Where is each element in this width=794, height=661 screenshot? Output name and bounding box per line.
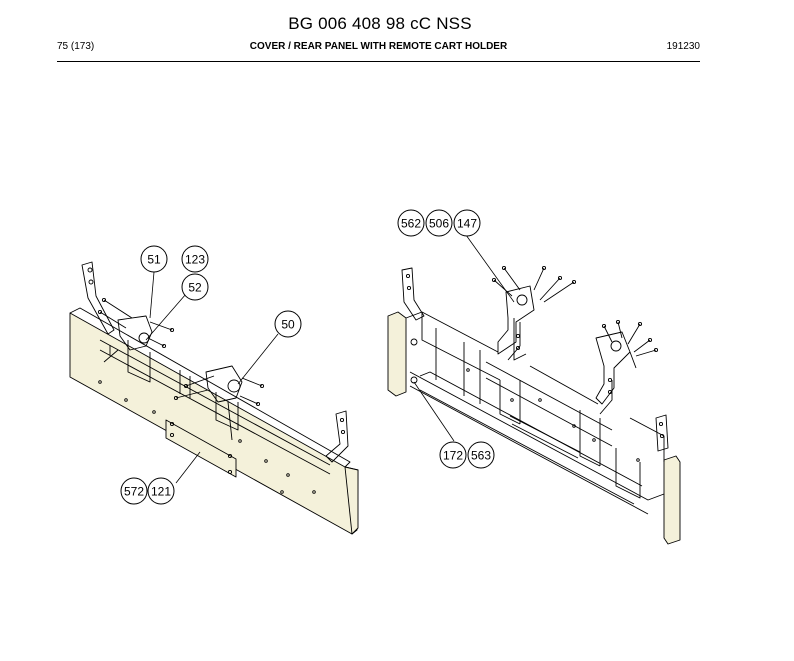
callout-563: 563 bbox=[471, 449, 491, 463]
callout-572-circle bbox=[120, 477, 148, 505]
callout-147: 147 bbox=[457, 217, 477, 231]
left-frame-bar bbox=[99, 339, 331, 475]
callout-50-circle bbox=[274, 310, 302, 338]
left-panel-side-lip bbox=[344, 466, 359, 535]
left-right-bracket bbox=[325, 410, 349, 463]
callout-52-circle bbox=[181, 273, 209, 301]
right-upright-bracket bbox=[401, 267, 425, 321]
callout-121-circle bbox=[147, 477, 175, 505]
left-upright-bracket bbox=[81, 261, 115, 335]
callout-51: 51 bbox=[147, 253, 161, 267]
callout-172-circle bbox=[439, 441, 467, 469]
right-frame-bottom-rail bbox=[409, 371, 665, 515]
left-hinge-2 bbox=[173, 365, 265, 441]
callout-562: 562 bbox=[401, 217, 421, 231]
right-left-end-panel bbox=[387, 311, 407, 397]
doc-title: BG 006 408 98 cC NSS bbox=[288, 14, 472, 33]
right-arm-2 bbox=[595, 319, 659, 415]
revision-date: 191230 bbox=[666, 41, 700, 52]
header-row: 75 (173) COVER / REAR PANEL WITH REMOTE … bbox=[57, 41, 700, 57]
page-number: 75 (173) bbox=[57, 41, 95, 52]
callouts bbox=[120, 209, 495, 505]
leader-lines bbox=[145, 234, 515, 484]
callout-506: 506 bbox=[429, 217, 449, 231]
left-panel-top-edge bbox=[69, 307, 351, 468]
callout-563-circle bbox=[467, 441, 495, 469]
left-assembly bbox=[69, 261, 359, 535]
callout-123: 123 bbox=[185, 253, 205, 267]
right-assembly bbox=[387, 265, 681, 545]
right-end-bracket bbox=[655, 414, 669, 452]
callout-52: 52 bbox=[188, 281, 202, 295]
right-arm-1 bbox=[491, 265, 577, 361]
callout-123-circle bbox=[181, 245, 209, 273]
header-rule bbox=[57, 61, 700, 62]
section-title: COVER / REAR PANEL WITH REMOTE CART HOLD… bbox=[249, 41, 508, 52]
left-hinge-1 bbox=[97, 297, 175, 383]
left-holder-plate bbox=[165, 419, 237, 478]
callout-562-circle bbox=[397, 209, 425, 237]
callout-572: 572 bbox=[124, 485, 144, 499]
left-rear-panel bbox=[69, 312, 359, 535]
callout-50: 50 bbox=[281, 318, 295, 332]
callout-121: 121 bbox=[151, 485, 171, 499]
callout-147-circle bbox=[453, 209, 481, 237]
callout-51-circle bbox=[140, 245, 168, 273]
callout-172: 172 bbox=[443, 449, 463, 463]
right-right-end-panel bbox=[663, 455, 681, 545]
callout-506-circle bbox=[425, 209, 453, 237]
callout-labels: 51 123 52 50 572 121 562 506 147 172 563 bbox=[124, 217, 491, 499]
